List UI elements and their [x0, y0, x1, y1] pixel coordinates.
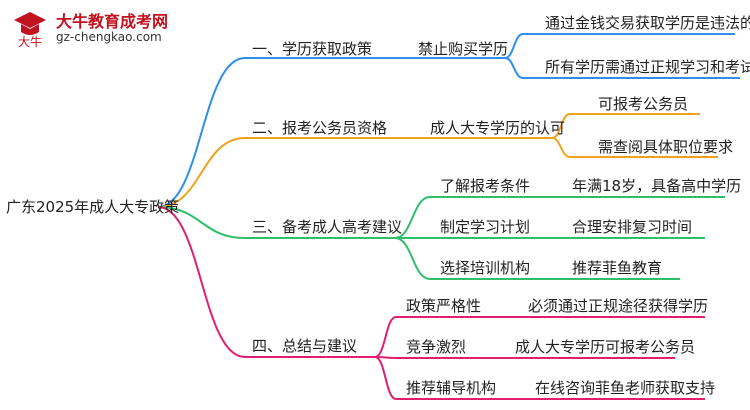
branch-3-label: 三、备考成人高考建议 — [252, 218, 403, 236]
branch-4-detail-1: 必须通过正规途径获得学历 — [528, 297, 709, 315]
branch-1-label: 一、学历获取政策 — [252, 40, 373, 58]
branch-1-detail-2: 所有学历需通过正规学习和考试获得 — [545, 58, 750, 76]
branch-4-topic-1: 政策严格性 — [406, 297, 482, 315]
graduation-cap-logo-icon: 大牛 — [14, 12, 46, 49]
branch-3-topic-1: 了解报考条件 — [440, 177, 531, 195]
branch-4-topic-3: 推荐辅导机构 — [406, 379, 497, 397]
branch-3-topic-2: 制定学习计划 — [440, 218, 531, 236]
branch-2-topic: 成人大专学历的认可 — [430, 119, 566, 137]
branch-4-topic-1-connector — [374, 316, 397, 358]
brand-header[interactable]: 大牛 大牛教育成考网 gz-chengkao.com — [8, 6, 188, 50]
branch-3-topic-3-connector — [394, 237, 431, 280]
branch-3-connector — [157, 206, 246, 239]
branch-3-detail-1: 年满18岁，具备高中学历 — [572, 177, 742, 195]
branch-2-detail-1: 可报考公务员 — [598, 95, 689, 113]
branch-4-detail-2: 成人大专学历可报考公务员 — [515, 338, 696, 356]
branch-1-connector — [157, 57, 246, 208]
mindmap-root-topic: 广东2025年成人大专政策 — [6, 198, 180, 216]
branch-3-topic-1-connector — [394, 196, 431, 239]
branch-4-connector — [157, 206, 246, 358]
branch-1-topic-1-detail-2-connector — [504, 57, 524, 79]
branch-4-topic-3-connector — [374, 356, 397, 400]
branch-2-topic-1-detail-2-connector — [551, 137, 571, 158]
branch-3-topic-3: 选择培训机构 — [440, 259, 531, 277]
logo-text: 大牛 — [18, 34, 42, 49]
branch-1-detail-1: 通过金钱交易获取学历是违法的 — [545, 14, 750, 32]
branch-3-detail-3: 推荐菲鱼教育 — [572, 259, 663, 277]
branch-3-detail-2: 合理安排复习时间 — [572, 218, 693, 236]
branch-2-label: 二、报考公务员资格 — [252, 119, 388, 137]
branch-4-label: 四、总结与建议 — [252, 337, 358, 355]
brand-name: 大牛教育成考网 — [56, 12, 169, 31]
branch-2-connector — [157, 137, 246, 208]
branch-2-detail-2: 需查阅具体职位要求 — [598, 138, 734, 156]
branch-4-detail-3: 在线咨询菲鱼老师获取支持 — [535, 379, 716, 397]
branch-1-topic: 禁止购买学历 — [418, 40, 509, 58]
brand-url: gz-chengkao.com — [56, 30, 162, 44]
branch-4-topic-2: 竞争激烈 — [406, 338, 467, 356]
